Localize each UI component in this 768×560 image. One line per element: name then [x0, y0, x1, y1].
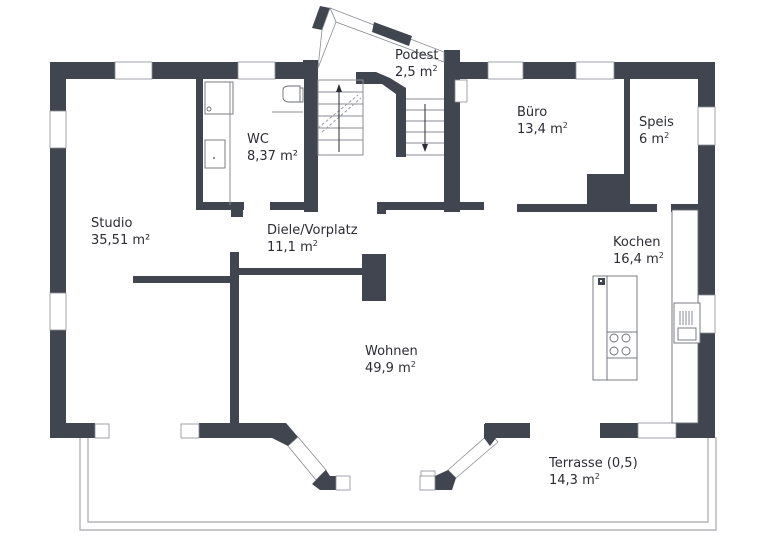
room-name: Kochen — [613, 235, 661, 250]
room-label-speis: Speis 6 m2 — [639, 114, 674, 148]
room-name: Podest — [395, 48, 439, 63]
room-area: 6 m2 — [639, 131, 670, 148]
room-name: Wohnen — [365, 344, 418, 359]
windows — [49, 6, 716, 487]
room-label-wc: WC 8,37 m² — [247, 131, 298, 165]
staircase-down — [406, 98, 444, 156]
room-label-podest: Podest 2,5 m2 — [395, 47, 438, 81]
room-name: WC — [247, 132, 269, 147]
room-area: 2,5 m2 — [395, 64, 438, 81]
room-label-wohnen: Wohnen 49,9 m2 — [365, 343, 418, 377]
room-area: 11,1 m2 — [267, 239, 318, 256]
room-area: 16,4 m2 — [613, 251, 664, 268]
room-label-terrasse: Terrasse (0,5) 14,3 m2 — [549, 455, 638, 489]
room-area: 13,4 m2 — [517, 121, 568, 138]
room-area: 49,9 m2 — [365, 360, 416, 377]
interior-walls — [133, 72, 698, 427]
room-name: Terrasse (0,5) — [549, 456, 638, 471]
room-area: 14,3 m2 — [549, 472, 600, 489]
room-name: Diele/Vorplatz — [267, 223, 358, 238]
bay-window-right — [419, 424, 530, 491]
room-label-diele: Diele/Vorplatz 11,1 m2 — [267, 222, 358, 256]
room-name: Studio — [91, 216, 133, 231]
kitchen-fixtures — [592, 209, 701, 424]
room-area: 35,51 m² — [91, 233, 151, 248]
room-name: Speis — [639, 115, 674, 130]
terrace-outline — [79, 437, 717, 531]
room-label-studio: Studio 35,51 m² — [91, 215, 150, 249]
room-area: 8,37 m² — [247, 149, 298, 164]
bay-window-left — [287, 436, 351, 491]
staircase-up — [317, 79, 364, 156]
bathroom-fixtures — [204, 81, 304, 205]
room-label-kochen: Kochen 16,4 m2 — [613, 234, 664, 268]
room-name: Büro — [517, 105, 548, 120]
room-label-buero: Büro 13,4 m2 — [517, 104, 568, 138]
